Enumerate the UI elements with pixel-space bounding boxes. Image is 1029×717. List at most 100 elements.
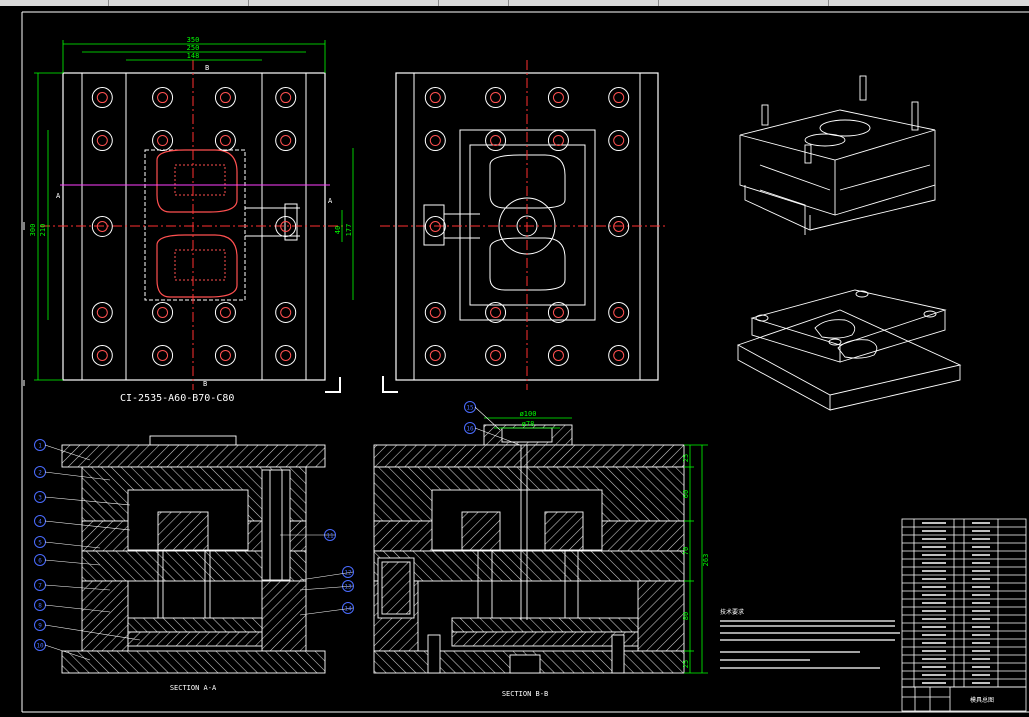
bolt-hole [91, 216, 113, 237]
svg-text:7: 7 [38, 583, 42, 590]
bolt-hole [424, 87, 446, 109]
bolt-hole [275, 344, 297, 366]
section-marker-a-left: A [56, 192, 61, 200]
section-marker-b-bottom: B [203, 380, 207, 388]
dim-inner-height: 210 [39, 224, 47, 237]
dim-stack-total: 263 [702, 554, 710, 567]
bolt-hole [214, 344, 236, 366]
svg-text:13: 13 [344, 584, 352, 591]
view-corner-mark [382, 376, 398, 393]
dim-stack-a: 25 [682, 454, 690, 462]
svg-text:6: 6 [38, 558, 42, 565]
bolt-hole [608, 87, 630, 109]
bill-of-materials-table [901, 518, 1027, 688]
bolt-hole [608, 130, 630, 152]
bolt-hole [424, 344, 446, 366]
bolt-hole [214, 87, 236, 109]
bolt-hole [485, 344, 507, 366]
plan-view-fixed-half[interactable] [380, 60, 665, 390]
section-bb-dimensions [484, 417, 708, 674]
isometric-mold-open[interactable] [736, 289, 962, 411]
bolt-hole [424, 301, 446, 323]
item-balloon [342, 566, 354, 578]
section-aa-label: SECTION A-A [170, 684, 217, 692]
dim-overall-height: 300 [29, 224, 37, 237]
bolt-hole [547, 130, 569, 152]
cad-menu-bar[interactable] [0, 0, 1029, 6]
plan-view-label: CI-2535-A60-B70-C80 [120, 393, 234, 404]
bolt-hole [547, 344, 569, 366]
dim-stack-c: 70 [682, 547, 690, 555]
view-corner-mark [325, 377, 341, 393]
section-bb-label: SECTION B-B [502, 690, 548, 698]
bolt-hole [91, 130, 113, 152]
svg-text:9: 9 [38, 623, 42, 630]
section-marker-a-right: A [328, 197, 333, 205]
notes-heading: 技术要求 [720, 608, 744, 616]
bolt-hole [608, 216, 630, 237]
bolt-hole [547, 87, 569, 109]
bolt-hole [91, 301, 113, 323]
bolt-hole [152, 130, 174, 152]
toolbar-segment[interactable] [438, 0, 509, 6]
svg-text:1: 1 [38, 443, 42, 450]
bolt-hole [547, 301, 569, 323]
section-bb-dimension-labels: ø100 ø78 25 60 70 80 25 263 [520, 410, 710, 668]
toolbar-segment[interactable] [0, 0, 109, 6]
svg-text:3: 3 [38, 495, 42, 502]
bolt-hole [424, 216, 446, 237]
bolt-hole [485, 87, 507, 109]
bolt-hole [424, 130, 446, 152]
dim-sprue-inner: ø78 [522, 420, 535, 428]
toolbar-segment[interactable] [108, 0, 249, 6]
toolbar-segment[interactable] [508, 0, 659, 6]
bolt-hole [608, 301, 630, 323]
drawing-canvas[interactable]: 350 250 148 300 210 40 177 B B A A CI-25… [0, 6, 1029, 717]
bolt-hole [275, 130, 297, 152]
bolt-hole [608, 344, 630, 366]
dim-cavity-width: 148 [187, 52, 200, 60]
bolt-hole [214, 301, 236, 323]
dim-stack-b: 60 [682, 490, 690, 498]
bolt-hole [275, 87, 297, 109]
section-a-a[interactable] [61, 435, 326, 674]
section-marker-b-top: B [205, 64, 209, 72]
dim-stack-d: 80 [682, 612, 690, 620]
bolt-hole [152, 87, 174, 109]
svg-text:4: 4 [38, 519, 42, 526]
bolt-hole [152, 301, 174, 323]
title-block-name: 模具总图 [970, 696, 994, 704]
plan-view-moving-half[interactable] [40, 60, 345, 390]
dim-overall-width: 350 [187, 36, 200, 44]
dim-stack-e: 25 [682, 660, 690, 668]
section-b-b[interactable] [373, 424, 685, 674]
bolt-hole [214, 130, 236, 152]
svg-text:8: 8 [38, 603, 42, 610]
plan-dimension-labels: 350 250 148 300 210 40 177 B B A A CI-25… [29, 36, 353, 404]
dim-inner-width: 250 [187, 44, 200, 52]
item-balloon [342, 580, 354, 592]
isometric-mold-closed[interactable] [739, 75, 936, 235]
toolbar-segment[interactable] [248, 0, 439, 6]
svg-text:14: 14 [344, 606, 352, 613]
bolt-hole [91, 344, 113, 366]
toolbar-segment[interactable] [658, 0, 829, 6]
plan-holes-right [424, 87, 630, 366]
dim-pitch-large: 177 [345, 224, 353, 237]
item-balloon [342, 602, 354, 614]
dim-sprue-outer: ø100 [520, 410, 537, 418]
bolt-hole [91, 87, 113, 109]
item-balloon [464, 401, 476, 413]
title-block [901, 686, 1027, 712]
svg-text:2: 2 [38, 470, 42, 477]
bolt-hole [275, 216, 297, 237]
svg-text:12: 12 [344, 570, 352, 577]
svg-text:5: 5 [38, 540, 42, 547]
bolt-hole [485, 130, 507, 152]
bolt-hole [152, 344, 174, 366]
bolt-hole [485, 301, 507, 323]
svg-text:11: 11 [326, 533, 334, 540]
dim-pitch-small: 40 [334, 226, 342, 234]
